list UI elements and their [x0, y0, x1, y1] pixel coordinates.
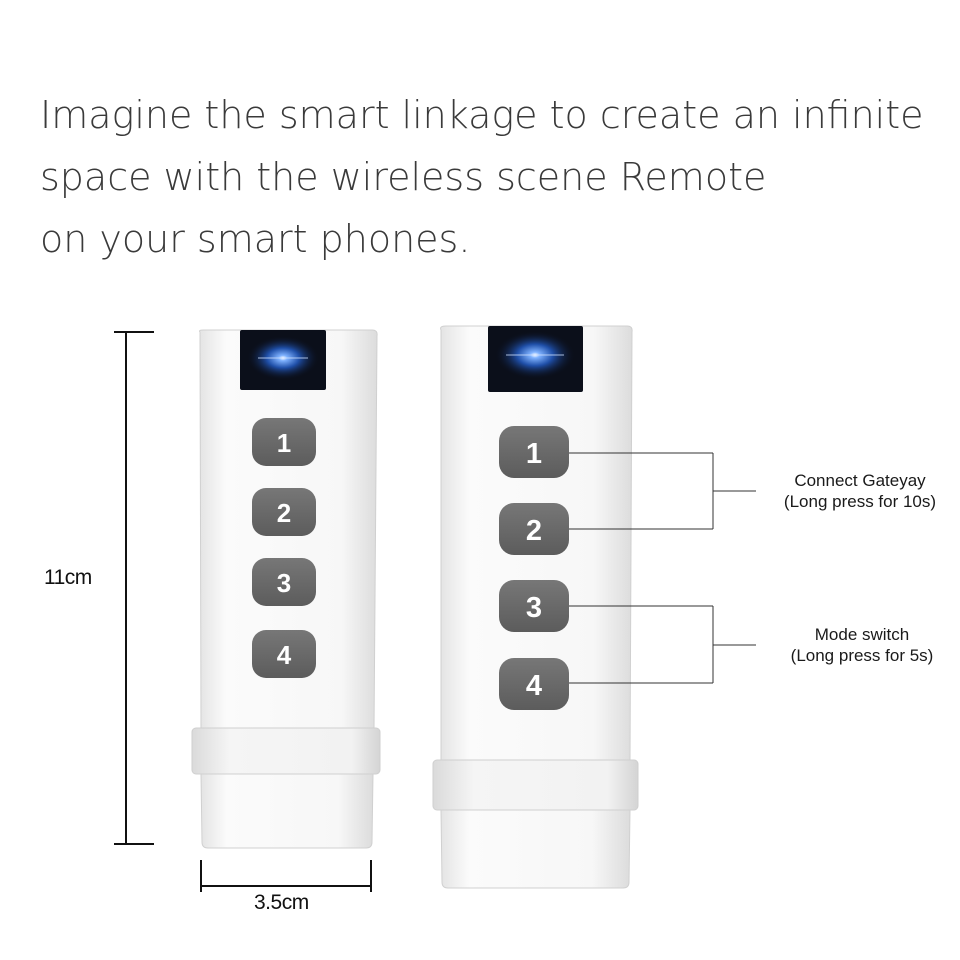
right-button-3[interactable] — [499, 580, 569, 632]
remote-right-base — [440, 809, 631, 889]
left-button-2-label: 2 — [277, 498, 291, 528]
left-button-3[interactable] — [252, 558, 316, 606]
left-button-2[interactable] — [252, 488, 316, 536]
width-dimension — [200, 860, 372, 892]
remote-right: 1 2 3 4 — [432, 325, 639, 889]
height-label: 11cm — [44, 566, 92, 589]
remote-left: 1 2 3 4 — [191, 329, 381, 849]
mode-title: Mode switch — [814, 625, 910, 644]
mode-bracket — [569, 605, 756, 684]
connect-detail: (Long press for 10s) — [783, 492, 937, 511]
width-label: 3.5cm — [254, 891, 309, 914]
right-button-2-label: 2 — [526, 515, 542, 547]
headline: Imagine the smart linkage to create an i… — [40, 84, 940, 270]
right-button-1[interactable] — [499, 426, 569, 478]
headline-line-3: on your smart phones. — [40, 217, 471, 261]
left-button-4-label: 4 — [277, 640, 292, 670]
headline-line-1: Imagine the smart linkage to create an i… — [40, 93, 924, 137]
right-button-4[interactable] — [499, 658, 569, 710]
connect-title: Connect Gateyay — [794, 471, 926, 490]
mode-switch-annotation: Mode switch (Long press for 5s) — [762, 624, 960, 666]
left-button-4[interactable] — [252, 630, 316, 678]
height-dimension — [114, 331, 154, 845]
headline-line-2: space with the wireless scene Remote — [40, 155, 767, 199]
mode-detail: (Long press for 5s) — [790, 646, 934, 665]
right-button-3-label: 3 — [526, 592, 542, 624]
remote-right-cap — [432, 759, 639, 811]
right-button-1-label: 1 — [526, 438, 542, 470]
left-button-1-label: 1 — [277, 428, 291, 458]
right-button-4-label: 4 — [526, 670, 542, 702]
connect-gateway-annotation: Connect Gateyay (Long press for 10s) — [760, 470, 960, 512]
left-button-1[interactable] — [252, 418, 316, 466]
right-button-2[interactable] — [499, 503, 569, 555]
remote-left-base — [200, 773, 374, 849]
left-button-3-label: 3 — [277, 568, 291, 598]
remote-left-cap — [191, 727, 381, 775]
connect-bracket — [569, 452, 756, 530]
